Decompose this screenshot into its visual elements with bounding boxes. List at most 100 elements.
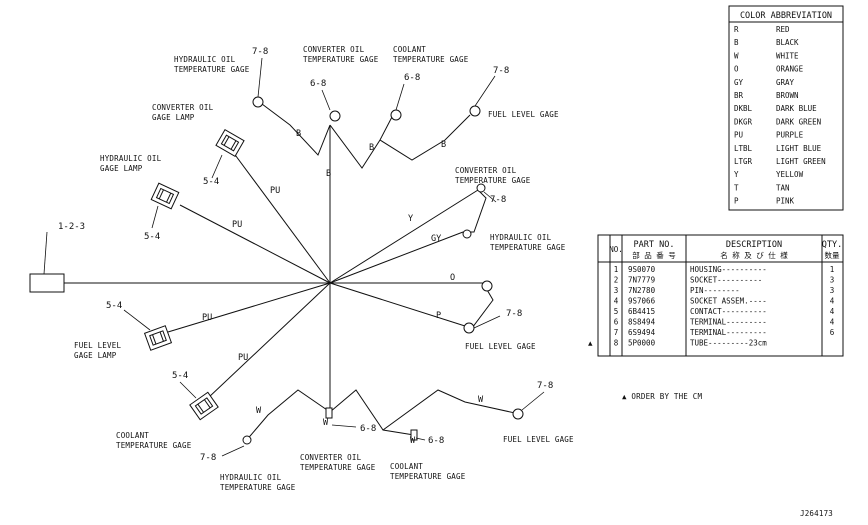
- wire-top-coolant: [329, 114, 394, 169]
- color-code: W: [734, 51, 739, 60]
- parts-header-part-no: PART NO.: [634, 240, 675, 250]
- terminal-hyd-temp-top: [252, 96, 264, 108]
- parts-qty: 3: [830, 276, 835, 285]
- parts-no: 8: [614, 339, 619, 348]
- parts-qty: 4: [830, 307, 835, 316]
- color-name: LIGHT BLUE: [776, 144, 822, 153]
- terminal-fuel-right: [463, 322, 475, 334]
- ref-7-8-b: 7-8: [493, 66, 509, 76]
- parts-no: 4: [614, 297, 619, 306]
- ref-7-8-d: 7-8: [506, 309, 522, 319]
- parts-header-qty-jp: 数量: [825, 250, 840, 260]
- leader-main-connector: [43, 231, 48, 275]
- label-fuel-level-gage-top: FUEL LEVEL GAGE: [488, 110, 559, 119]
- parts-description: TERMINAL---------: [690, 318, 767, 327]
- wire-top-fuel: [379, 114, 471, 161]
- color-name: PURPLE: [776, 131, 804, 140]
- ref-5-4-a: 5-4: [203, 177, 219, 187]
- wire-code: W: [478, 395, 484, 405]
- color-code: DKGR: [734, 117, 753, 126]
- parts-description: CONTACT----------: [690, 307, 767, 316]
- wire-code: B: [441, 140, 446, 150]
- color-code: B: [734, 38, 739, 47]
- parts-no: 5: [614, 307, 619, 316]
- parts-header-qty: QTY.: [822, 240, 842, 250]
- parts-description: TERMINAL---------: [690, 328, 767, 337]
- parts-qty: 3: [830, 286, 835, 295]
- wire-code: B: [296, 129, 301, 139]
- color-name: WHITE: [776, 51, 799, 60]
- wire-code: B: [369, 143, 374, 153]
- wire-code: PU: [270, 186, 280, 196]
- color-name: TAN: [776, 183, 790, 192]
- parts-part-no: 8S8494: [628, 318, 656, 327]
- wire-code: Y: [408, 214, 413, 224]
- parts-description: SOCKET ASSEM.----: [690, 297, 767, 306]
- parts-qty: 1: [830, 265, 835, 274]
- wire-to-conv-temp-right: [329, 189, 479, 284]
- parts-header-no: NO.: [609, 245, 623, 254]
- parts-header-description: DESCRIPTION: [726, 240, 782, 250]
- parts-part-no: 9S0070: [628, 265, 656, 274]
- color-name: BROWN: [776, 91, 799, 100]
- parts-qty: 4: [830, 318, 835, 327]
- parts-header-part-no-jp: 部 品 番 号: [632, 250, 676, 260]
- parts-header-description-jp: 名 称 及 び 仕 様: [720, 250, 788, 260]
- wire-bottom-fuel: [382, 389, 516, 431]
- parts-description: HOUSING----------: [690, 265, 767, 274]
- terminal-fuel-bottom: [512, 408, 524, 420]
- parts-no: 7: [614, 328, 619, 337]
- ref-7-8-f: 7-8: [537, 381, 553, 391]
- color-name: YELLOW: [776, 170, 804, 179]
- terminal-fuel-top: [469, 105, 481, 117]
- color-name: ORANGE: [776, 65, 804, 74]
- color-name: DARK BLUE: [776, 104, 817, 113]
- parts-qty: 4: [830, 297, 835, 306]
- wire-code: P: [436, 311, 441, 321]
- radial-wires: [167, 125, 483, 412]
- socket-hyd-oil-lamp: [150, 182, 180, 210]
- wire-bottom-coolant: [329, 389, 415, 436]
- parts-part-no: 9S7066: [628, 297, 656, 306]
- parts-table: NO. PART NO. 部 品 番 号 DESCRIPTION 名 称 及 び…: [588, 234, 844, 357]
- socket-conv-oil-lamp: [215, 129, 245, 157]
- wire-code: PU: [232, 220, 242, 230]
- color-code: T: [734, 183, 739, 192]
- leader-lines: [123, 57, 545, 457]
- ref-6-8-a: 6-8: [310, 79, 326, 89]
- color-name: BLACK: [776, 38, 799, 47]
- parts-description: SOCKET----------: [690, 276, 762, 285]
- terminal-conv-temp-right: [476, 183, 486, 193]
- color-code: P: [734, 197, 739, 206]
- wire-codes: B B B B PU PU Y GY O P PU PU W W W W: [202, 129, 484, 446]
- ref-6-8-c: 6-8: [360, 424, 376, 434]
- color-code: O: [734, 65, 739, 74]
- color-name: PINK: [776, 197, 795, 206]
- wire-to-fuel-lamp: [167, 282, 331, 333]
- ref-5-4-b: 5-4: [144, 232, 160, 242]
- ref-6-8-d: 6-8: [428, 436, 444, 446]
- wire-right-hyd-temp-loop: [463, 189, 487, 233]
- wire-code: PU: [202, 313, 212, 323]
- parts-no: 2: [614, 276, 619, 285]
- parts-no: 1: [614, 265, 619, 274]
- color-name: DARK GREEN: [776, 117, 821, 126]
- color-name: RED: [776, 25, 790, 34]
- color-code: BR: [734, 91, 744, 100]
- wire-to-coolant-lamp: [207, 282, 331, 399]
- socket-fuel-level-lamp: [143, 325, 173, 351]
- color-code: Y: [734, 170, 739, 179]
- parts-qty: 6: [830, 328, 835, 337]
- label-fuel-level-gage-bottom: FUEL LEVEL GAGE: [503, 435, 574, 444]
- color-name: LIGHT GREEN: [776, 157, 826, 166]
- socket-coolant-lamp: [189, 391, 219, 421]
